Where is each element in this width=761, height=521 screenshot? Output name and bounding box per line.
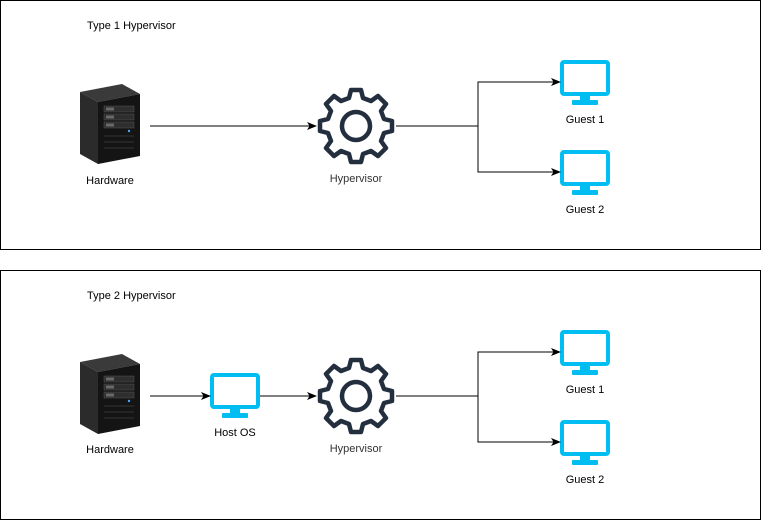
type1-hypervisor-node: Hypervisor xyxy=(320,90,392,185)
type2-hypervisor-node: Hypervisor xyxy=(320,360,392,455)
server-tower-icon xyxy=(80,84,140,164)
type2-guest2-label: Guest 2 xyxy=(566,474,605,486)
type2-panel: Type 2 Hypervisor Hardware Host OS Hyper… xyxy=(0,270,761,520)
type1-edge-hypervisor-guest2 xyxy=(477,126,561,176)
type1-hardware-node: Hardware xyxy=(80,84,140,187)
type1-guest2-label: Guest 2 xyxy=(566,204,605,216)
server-tower-icon xyxy=(80,354,140,434)
type1-panel: Type 1 Hypervisor Hardware Hypervisor Gu… xyxy=(0,0,761,250)
type2-host-os-label: Host OS xyxy=(214,427,256,439)
type1-panel-title: Type 1 Hypervisor xyxy=(87,20,176,32)
type2-edge-hypervisor-guest2 xyxy=(477,396,561,446)
type2-hardware-node: Hardware xyxy=(80,354,140,456)
type2-panel-title: Type 2 Hypervisor xyxy=(87,290,176,302)
type1-guest1-label: Guest 1 xyxy=(566,114,605,126)
type2-host-os-node: Host OS xyxy=(210,373,260,439)
type2-hypervisor-label: Hypervisor xyxy=(330,443,383,455)
type2-guest2-node: Guest 2 xyxy=(560,420,610,486)
type2-guest1-label: Guest 1 xyxy=(566,384,605,396)
type2-guest1-node: Guest 1 xyxy=(560,330,610,396)
type1-guest2-node: Guest 2 xyxy=(560,150,610,216)
type1-guest1-node: Guest 1 xyxy=(560,60,610,126)
type2-edge-hypervisor-guest1 xyxy=(396,348,561,397)
type1-edge-hypervisor-guest1 xyxy=(396,78,561,127)
type2-hardware-label: Hardware xyxy=(86,444,134,456)
type1-hypervisor-label: Hypervisor xyxy=(330,173,383,185)
type1-hardware-label: Hardware xyxy=(86,175,134,187)
